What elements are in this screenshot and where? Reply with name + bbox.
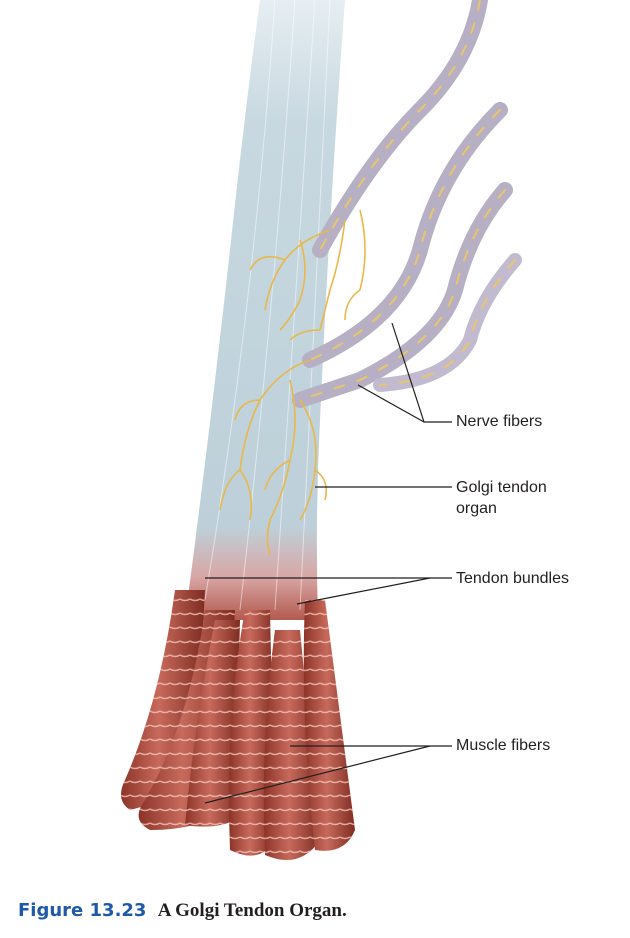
nerve-fibers xyxy=(292,0,522,408)
golgi-tendon-organ-endings xyxy=(219,209,366,556)
label-golgi-tendon-organ-line1: Golgi tendon xyxy=(456,479,547,496)
figure-title: A Golgi Tendon Organ. xyxy=(157,900,347,921)
golgi-tendon-organ-illustration xyxy=(121,0,522,860)
label-tendon-bundles: Tendon bundles xyxy=(456,570,569,587)
figure-number: Figure 13.23 xyxy=(18,900,147,921)
figure-caption: Figure 13.23 A Golgi Tendon Organ. xyxy=(18,900,347,922)
leader-lines xyxy=(204,322,452,804)
label-golgi-tendon-organ-line2: organ xyxy=(456,500,497,517)
label-muscle-fibers: Muscle fibers xyxy=(456,737,551,754)
muscle-fibers xyxy=(121,590,355,860)
label-nerve-fibers: Nerve fibers xyxy=(456,413,543,430)
